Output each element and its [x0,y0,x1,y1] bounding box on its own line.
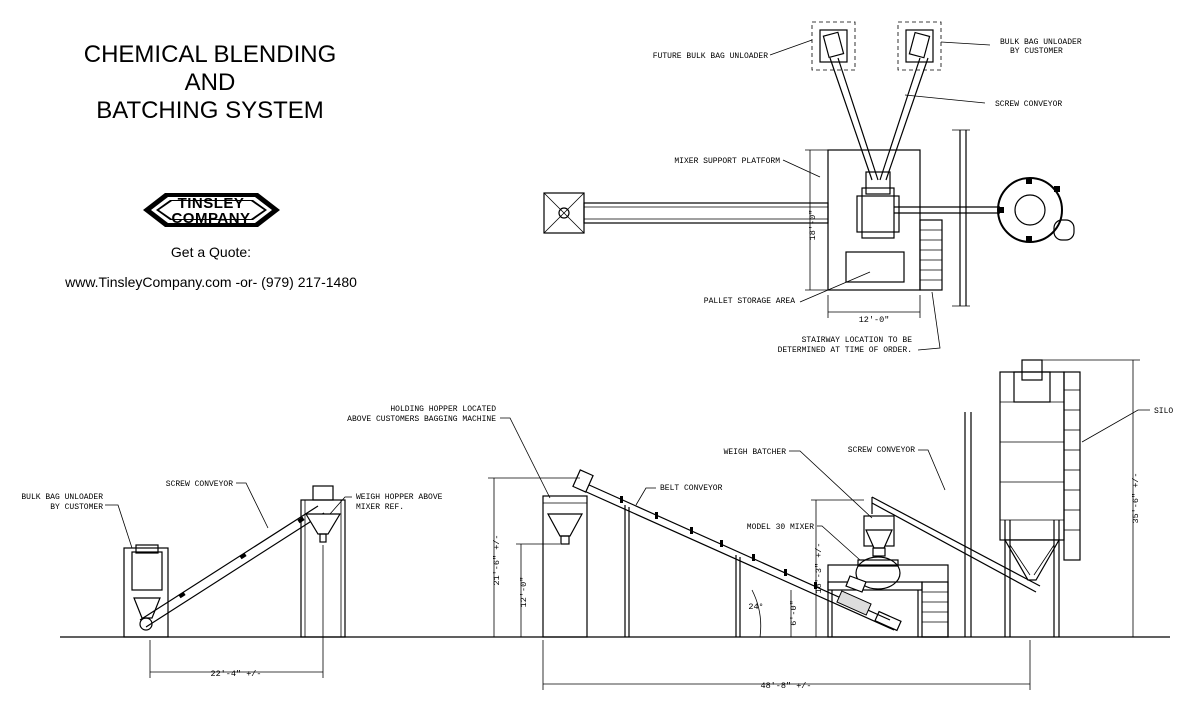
dim-18-elev: 18'-3" +/- [814,542,824,593]
plan-dim-12: 12'-0" [859,315,890,325]
holding-hopper-tower [542,495,588,638]
angle-24: 24° [748,602,763,612]
left-screw-conveyor [139,505,319,621]
label-silo: SILO [1154,407,1173,416]
label-holding-hopper-2: ABOVE CUSTOMERS BAGGING MACHINE [347,415,496,424]
label-future-unloader: FUTURE BULK BAG UNLOADER [653,52,768,61]
dim-12-elev: 12'-0" [519,577,529,608]
belt-conveyor [577,479,891,621]
logo-line-2: COMPANY [171,210,250,227]
company-logo: TINSLEY COMPANY [143,193,280,227]
label-elev-screw-left: SCREW CONVEYOR [166,480,233,489]
silo [999,371,1065,541]
title-block: CHEMICAL BLENDING AND BATCHING SYSTEM [84,41,337,124]
mixer-support-platform [827,149,921,291]
logo-line-1: TINSLEY [178,195,245,212]
plan-dim-18: 18'-0" [808,210,818,241]
dim-6: 6'-0" [789,600,799,626]
quote-label: Get a Quote: [171,244,251,260]
label-weigh-hopper-2: MIXER REF. [356,503,404,512]
label-mixer-platform: MIXER SUPPORT PLATFORM [674,157,780,166]
customer-unloader [908,31,931,59]
dim-22: 22'-4" +/- [210,669,261,679]
customer-unloader-frame [897,21,942,71]
label-stairway-2: DETERMINED AT TIME OF ORDER. [778,346,912,355]
future-unloader [822,31,845,59]
label-weigh-hopper-1: WEIGH HOPPER ABOVE [356,493,443,502]
silo-plan [997,177,1063,243]
label-customer-unloader-2: BY CUSTOMER [1010,47,1063,56]
label-holding-hopper-1: HOLDING HOPPER LOCATED [390,405,496,414]
dim-35: 35'-6" +/- [1131,472,1141,523]
label-stairway-1: STAIRWAY LOCATION TO BE [802,336,913,345]
right-elevation: HOLDING HOPPER LOCATED ABOVE CUSTOMERS B… [347,359,1173,691]
future-unloader-frame [811,21,856,71]
weigh-hopper [304,513,342,535]
label-elev-unloader-1: BULK BAG UNLOADER [21,493,103,502]
label-elev-unloader-2: BY CUSTOMER [50,503,103,512]
belt-conveyor-plan [583,202,829,224]
right-screw-conveyor [871,496,1041,587]
plan-view: 18'-0" 12'-0" FUTURE BULK BAG UNLOADER B… [543,21,1082,355]
label-plan-screw-conveyor: SCREW CONVEYOR [995,100,1062,109]
title-line-1: CHEMICAL BLENDING [84,41,337,68]
elevation-bulk-unloader [123,547,169,638]
title-line-3: BATCHING SYSTEM [96,97,324,124]
left-elevation: BULK BAG UNLOADER BY CUSTOMER SCREW CONV… [21,480,1170,679]
title-line-2: AND [185,69,236,96]
model-30-mixer [855,556,901,590]
contact-line[interactable]: www.TinsleyCompany.com -or- (979) 217-14… [64,274,357,290]
label-pallet-storage: PALLET STORAGE AREA [704,297,795,306]
holding-hopper [546,513,584,537]
dim-48: 48'-8" +/- [760,681,811,691]
pallet-storage-area [845,251,905,283]
stair-plan [919,219,943,291]
label-right-screw-conveyor: SCREW CONVEYOR [848,446,915,455]
label-weigh-batcher: WEIGH BATCHER [724,448,787,457]
dim-21: 21'-6" +/- [492,534,502,585]
label-customer-unloader-1: BULK BAG UNLOADER [1000,38,1082,47]
silo-ladder [1063,371,1081,561]
stair-elevation [921,581,949,638]
label-mixer: MODEL 30 MIXER [747,523,814,532]
label-belt-conveyor: BELT CONVEYOR [660,484,723,493]
